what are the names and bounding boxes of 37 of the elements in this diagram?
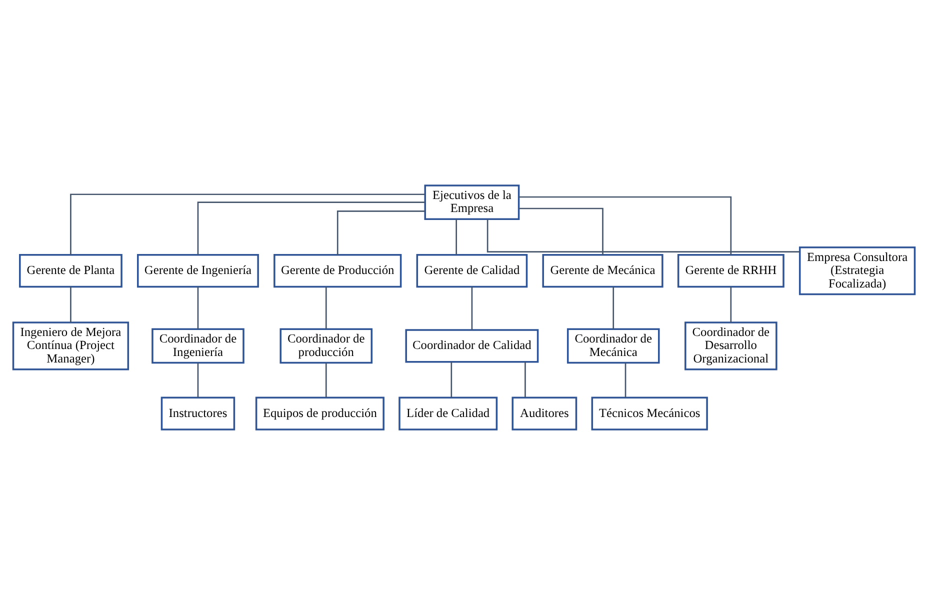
- connector: [70, 286, 72, 322]
- connector: [336, 210, 425, 254]
- node-box: Gerente de Mecánica: [542, 254, 664, 288]
- connector: [197, 362, 199, 397]
- node-box: Gerente de Ingeniería: [137, 254, 259, 288]
- connector: [518, 207, 604, 254]
- connector: [197, 286, 199, 328]
- connector: [450, 361, 452, 397]
- connector: [197, 201, 425, 254]
- connector: [612, 286, 614, 328]
- connector: [518, 196, 732, 254]
- connector: [524, 361, 526, 397]
- connector: [70, 193, 425, 254]
- node-box: Gerente de Calidad: [416, 254, 528, 288]
- connector: [456, 218, 457, 254]
- connector: [325, 362, 327, 397]
- node-box: Ejecutivos de la Empresa: [424, 184, 520, 220]
- node-box: Gerente de RRHH: [677, 254, 784, 288]
- node-box: Líder de Calidad: [398, 396, 498, 430]
- node-box: Instructores: [160, 396, 236, 430]
- node-box: Empresa Consultora (Estrategia Focalizada): [798, 246, 916, 295]
- node-box: Equipos de producción: [255, 396, 384, 430]
- node-box: Ingeniero de Mejora Contínua (Project Manager): [12, 321, 130, 370]
- node-box: Coordinador de Mecánica: [566, 328, 660, 364]
- connector: [486, 218, 800, 252]
- node-box: Gerente de Planta: [19, 254, 122, 288]
- connector: [730, 286, 732, 322]
- connector: [624, 362, 626, 397]
- node-box: Coordinador de Calidad: [405, 328, 539, 362]
- connector: [325, 286, 327, 328]
- connector: [471, 286, 473, 330]
- node-box: Coordinador de producción: [280, 328, 373, 364]
- node-box: Auditores: [512, 396, 578, 430]
- node-box: Técnicos Mecánicos: [591, 396, 708, 430]
- node-box: Coordinador de Desarrollo Organizacional: [684, 321, 778, 370]
- node-box: Coordinador de Ingeniería: [152, 328, 244, 364]
- node-box: Gerente de Producción: [274, 254, 402, 288]
